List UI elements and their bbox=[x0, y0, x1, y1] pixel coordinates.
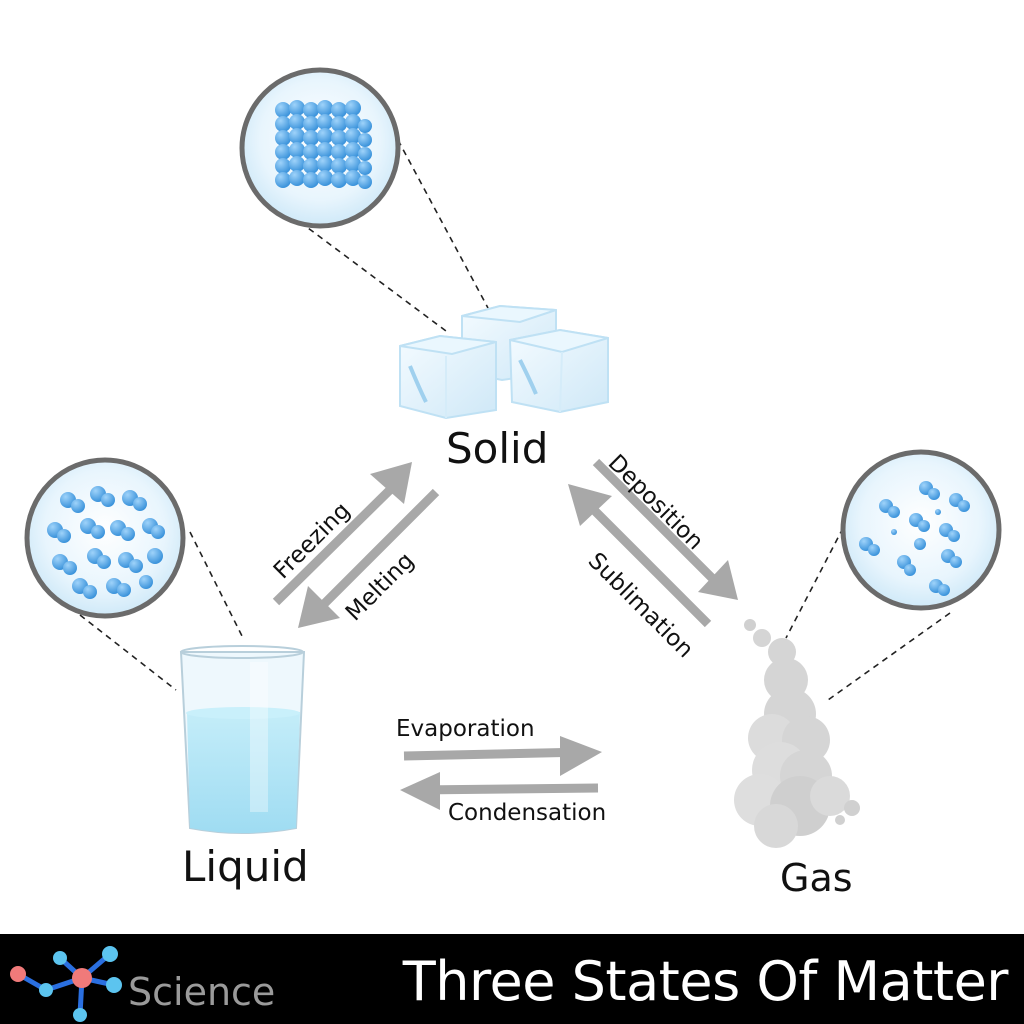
brand-label: Science bbox=[128, 970, 276, 1014]
smoke-cloud-illustration bbox=[734, 619, 860, 848]
transition-arrows bbox=[272, 458, 738, 810]
deposition-arrow bbox=[592, 458, 738, 600]
solid-molecule-magnifier bbox=[239, 67, 401, 229]
melting-arrow bbox=[298, 488, 440, 628]
gas-label: Gas bbox=[780, 856, 853, 900]
condensation-label: Condensation bbox=[448, 800, 607, 826]
liquid-molecule-magnifier bbox=[24, 457, 186, 619]
gas-molecule-magnifier bbox=[840, 449, 1002, 611]
magnifier-connectors bbox=[79, 139, 951, 701]
evaporation-label: Evaporation bbox=[396, 716, 535, 742]
condensation-arrow bbox=[400, 772, 599, 810]
ice-cubes-illustration bbox=[399, 304, 609, 420]
evaporation-arrow bbox=[403, 736, 602, 776]
glass-of-water-illustration bbox=[179, 645, 306, 834]
molecule-logo-icon bbox=[10, 946, 122, 1022]
freezing-arrow bbox=[272, 462, 412, 606]
diagram-canvas bbox=[24, 67, 1002, 848]
solid-label: Solid bbox=[446, 424, 549, 473]
liquid-label: Liquid bbox=[182, 842, 309, 891]
footer-banner: Science Three States Of Matter bbox=[0, 934, 1024, 1024]
diagram-title: Three States Of Matter bbox=[402, 950, 1009, 1013]
sublimation-arrow bbox=[568, 484, 712, 628]
